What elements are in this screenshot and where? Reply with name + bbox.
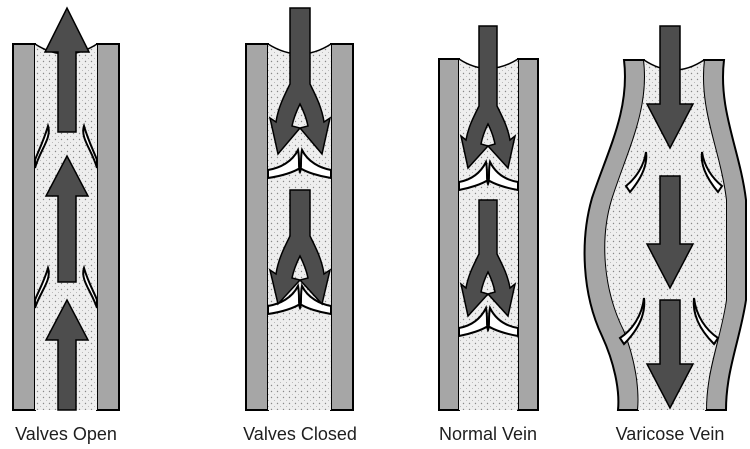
normal-vein-panel <box>439 26 538 410</box>
vein-right-wall <box>97 44 119 410</box>
vein-left-wall <box>246 44 268 410</box>
vein-left-wall <box>439 59 459 410</box>
normal-vein-caption: Normal Vein <box>439 424 537 444</box>
valves-open-caption: Valves Open <box>15 424 117 444</box>
valves-closed-panel <box>246 8 353 410</box>
vein-right-wall <box>518 59 538 410</box>
vein-left-wall <box>13 44 35 410</box>
varicose-vein-caption: Varicose Vein <box>616 424 725 444</box>
varicose-vein-panel <box>585 26 746 410</box>
valves-closed-caption: Valves Closed <box>243 424 357 444</box>
vein-right-wall <box>331 44 353 410</box>
valves-open-panel <box>13 8 119 410</box>
